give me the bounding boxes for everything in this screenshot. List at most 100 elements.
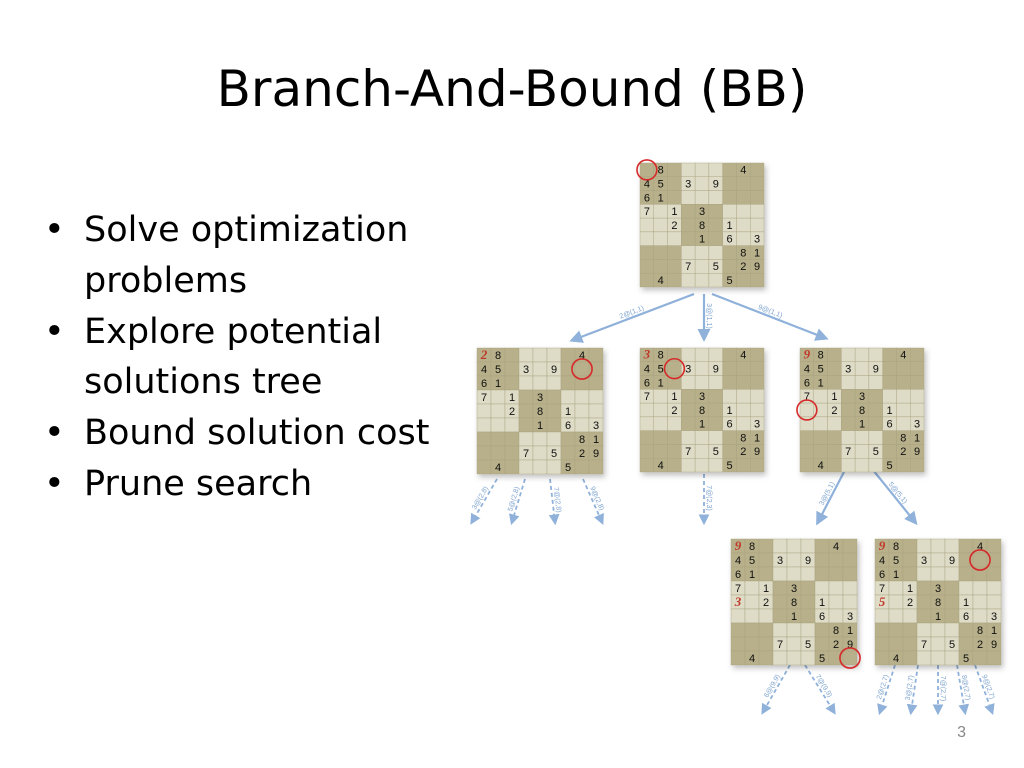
sudoku-cell: [854, 444, 870, 459]
given-digit: 4: [735, 555, 741, 567]
given-digit: 1: [847, 625, 853, 637]
sudoku-cell: [930, 566, 946, 582]
sudoku-cell: [882, 430, 897, 445]
given-digit: 4: [658, 460, 664, 472]
sudoku-cell: [799, 458, 814, 473]
sudoku-cell: [814, 538, 830, 554]
given-digit: 7: [735, 583, 741, 595]
added-digit: 9: [879, 538, 886, 553]
given-digit: 9: [713, 364, 719, 376]
sudoku-cell: [972, 650, 988, 666]
sudoku-cell: [532, 375, 548, 391]
given-digit: 2: [579, 448, 585, 460]
given-digit: 5: [818, 364, 824, 376]
given-digit: 9: [949, 555, 955, 567]
sudoku-cell: [786, 538, 802, 554]
given-digit: 1: [963, 597, 969, 609]
sudoku-cell: [916, 650, 932, 666]
sudoku-cell: [667, 176, 682, 191]
sudoku-cell: [490, 445, 506, 461]
sudoku-cell: [681, 458, 696, 473]
given-digit: 4: [893, 653, 899, 665]
sudoku-cell: [944, 566, 960, 582]
given-digit: 8: [740, 432, 746, 444]
sudoku-cell: [772, 566, 788, 582]
sudoku-cell: [694, 162, 710, 177]
given-digit: 9: [713, 179, 719, 191]
given-digit: 8: [977, 625, 983, 637]
given-digit: 1: [495, 378, 501, 390]
sudoku-cell: [694, 361, 710, 376]
sudoku-cell: [653, 259, 668, 274]
sudoku-cell: [681, 347, 696, 362]
sudoku-cell: [916, 622, 932, 638]
given-digit: 3: [845, 364, 851, 376]
sudoku-cell: [681, 217, 696, 233]
sudoku-cell: [750, 458, 765, 473]
branch-cell-circle: [969, 549, 991, 571]
sudoku-cell: [882, 347, 897, 362]
sudoku-cell: [667, 430, 682, 445]
sudoku-cell: [708, 273, 723, 288]
edge-arrow: [711, 292, 829, 341]
given-digit: 6: [726, 234, 732, 246]
edge-arrow: [509, 478, 526, 526]
given-digit: 2: [509, 406, 515, 418]
sudoku-cell: [854, 347, 870, 362]
sudoku-cell: [490, 403, 506, 419]
sudoku-cell: [667, 361, 682, 376]
given-digit: 1: [658, 192, 664, 204]
sudoku-cell: [944, 650, 960, 666]
edge-label: 3@(1,1): [705, 303, 712, 328]
sudoku-cell: [694, 444, 710, 459]
sudoku-cell: [910, 347, 925, 362]
given-digit: 1: [593, 434, 599, 446]
sudoku-cell: [736, 273, 751, 288]
given-digit: 6: [644, 192, 650, 204]
branch-cell-circle: [663, 357, 686, 380]
sudoku-cell: [902, 650, 918, 666]
sudoku-cell: [841, 347, 856, 362]
page-number: 3: [957, 724, 966, 741]
sudoku-cell: [722, 204, 737, 219]
sudoku-cell: [888, 636, 904, 652]
sudoku-cell: [896, 402, 911, 418]
sudoku-cell: [744, 608, 760, 624]
sudoku-cell: [667, 416, 682, 431]
sudoku-cell: [653, 231, 668, 246]
bullet-item: Explore potential solutions tree: [40, 307, 460, 409]
sudoku-cell: [667, 190, 682, 205]
sudoku-cell: [639, 430, 654, 445]
bullet-text: Bound solution cost: [84, 413, 430, 453]
sudoku-cell: [518, 389, 534, 405]
edge-arrow: [548, 478, 560, 526]
sudoku-cell: [681, 245, 696, 260]
given-digit: 3: [537, 392, 543, 404]
sudoku-cell: [786, 636, 802, 652]
sudoku-cell: [560, 347, 576, 363]
given-digit: 5: [963, 653, 969, 665]
slide-title: Branch-And-Bound (BB): [216, 60, 808, 118]
sudoku-cell: [504, 431, 520, 447]
given-digit: 4: [740, 165, 746, 177]
bullet-text: solutions tree: [84, 362, 323, 403]
given-digit: 8: [579, 434, 585, 446]
sudoku-cell: [476, 459, 492, 475]
given-digit: 9: [754, 261, 760, 273]
sudoku-cell: [546, 403, 562, 419]
sudoku-cell: [639, 245, 654, 260]
sudoku-cell: [841, 389, 856, 404]
sudoku-cell: [986, 566, 1002, 582]
given-digit: 6: [879, 569, 885, 581]
sudoku-cell: [902, 608, 918, 624]
sudoku-cell: [986, 650, 1002, 666]
sudoku-cell: [653, 416, 668, 431]
sudoku-cell: [902, 538, 918, 554]
given-digit: 1: [671, 206, 677, 218]
given-digit: 8: [859, 405, 865, 417]
sudoku-cell: [667, 231, 682, 246]
edge-arrow: [582, 478, 604, 525]
given-digit: 3: [523, 364, 529, 376]
